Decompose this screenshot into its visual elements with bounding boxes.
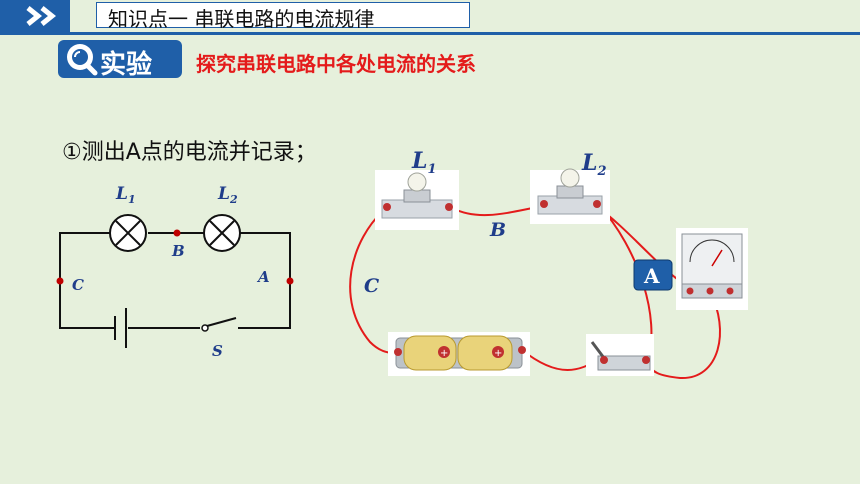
lamp1-device xyxy=(375,170,459,230)
schematic-switch-label: S xyxy=(212,342,223,360)
schematic-point-c-label: C xyxy=(72,276,84,294)
photo-point-b-label: B xyxy=(489,219,506,241)
lamp2-symbol xyxy=(203,214,241,252)
photo-lamp1-label: L1 xyxy=(411,148,437,177)
ammeter-tag-label: A xyxy=(643,264,660,288)
svg-text:+: + xyxy=(494,348,502,359)
point-a-dot xyxy=(286,277,294,285)
lamp2-device xyxy=(530,168,610,224)
schematic-point-b-label: B xyxy=(171,242,185,260)
header-rule xyxy=(0,32,860,35)
svg-text:+: + xyxy=(440,348,448,359)
ammeter-device xyxy=(676,228,748,310)
chevron-icon xyxy=(0,0,70,32)
experiment-badge-label: 实验 xyxy=(100,50,153,80)
point-c-dot xyxy=(56,277,64,285)
schematic-lamp1-label: L1 xyxy=(115,184,136,206)
battery-device: + + xyxy=(388,332,530,376)
step-instruction: ①测出A点的电流并记录； xyxy=(62,140,317,165)
ammeter-tag: A xyxy=(633,259,673,291)
battery-symbol xyxy=(114,308,127,348)
photo-point-c-label: C xyxy=(364,275,379,297)
schematic-lamp2-label: L2 xyxy=(217,184,238,206)
page-title: 知识点一 串联电路的电流规律 xyxy=(108,7,375,31)
switch-device xyxy=(586,334,654,376)
experiment-title: 探究串联电路中各处电流的关系 xyxy=(196,52,476,76)
circuit-apparatus: + + A L1 L2 B C xyxy=(349,148,748,380)
circuit-schematic: L1 L2 B C A S xyxy=(56,184,294,360)
point-b-dot xyxy=(173,229,181,237)
schematic-point-a-label: A xyxy=(256,268,270,286)
lamp1-symbol xyxy=(109,214,147,252)
title-box xyxy=(96,2,470,28)
experiment-badge xyxy=(58,40,182,78)
switch-symbol xyxy=(201,317,237,332)
photo-lamp2-label: L2 xyxy=(581,150,607,179)
